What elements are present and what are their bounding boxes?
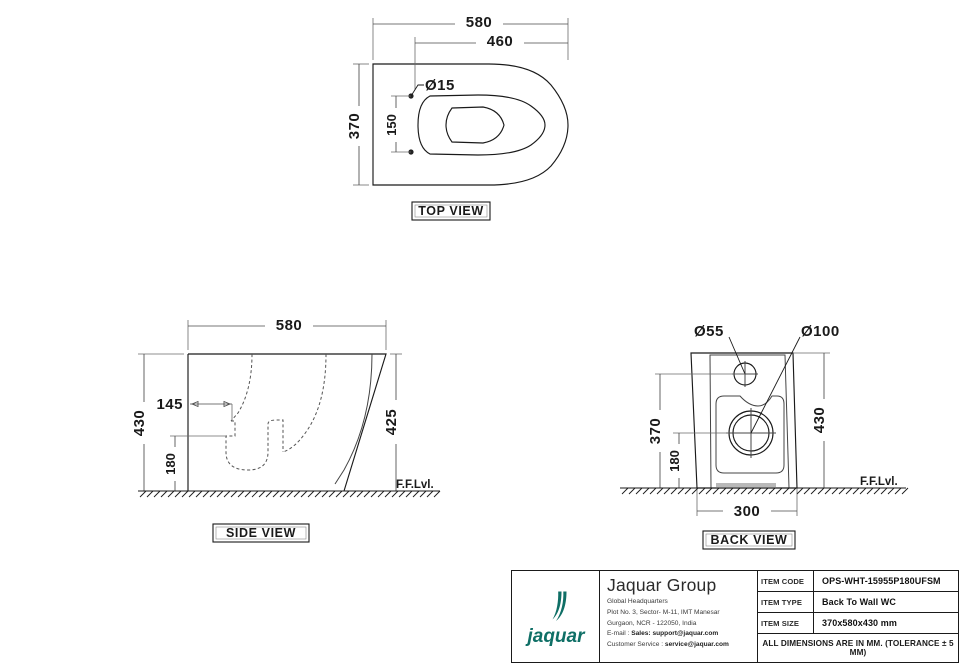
spec-row-note: ALL DIMENSIONS ARE IN MM. (TOLERANCE ± 5…	[758, 634, 958, 662]
dimensions-note: ALL DIMENSIONS ARE IN MM. (TOLERANCE ± 5…	[762, 639, 954, 657]
address-line-4: E-mail : Sales: support@jaquar.com	[607, 629, 752, 640]
top-view-seat-outer	[417, 94, 546, 156]
email-prefix: E-mail :	[607, 630, 632, 638]
top-view-label-inner	[414, 204, 488, 218]
company-name: Jaquar Group	[607, 575, 717, 595]
back-view-dia-55-label: Ø55	[694, 323, 724, 340]
service-prefix: Customer Service :	[607, 641, 665, 649]
address-line-2: Plot No. 3, Sector- M-11, IMT Manesar	[607, 609, 720, 617]
spec-row-item-code: ITEM CODE OPS-WHT-15955P180UFSM	[758, 571, 958, 592]
side-view-trap-hidden	[225, 419, 284, 471]
jaquar-wordmark: jaquar	[524, 626, 586, 647]
back-view-floor-hatch	[621, 487, 909, 495]
back-view-dim-300: 300	[734, 503, 761, 520]
side-view-dim-425: 425	[383, 409, 400, 436]
spec-key-item-type: ITEM TYPE	[758, 592, 814, 612]
top-view-label: TOP VIEW	[418, 204, 483, 218]
top-view-dim-580: 580	[466, 14, 493, 31]
side-view-label-inner	[215, 526, 307, 540]
back-view-group: Ø55 Ø100 370 180 430 300	[620, 323, 909, 550]
top-view-dim-460: 460	[487, 33, 514, 50]
back-view-label: BACK VIEW	[711, 533, 788, 547]
back-view-label-box	[702, 530, 796, 550]
top-view-label-box	[411, 201, 491, 221]
address-line-5: Customer Service : service@jaquar.com	[607, 640, 752, 651]
back-view-dim-370: 370	[647, 418, 664, 445]
side-view-dim-145: 145	[156, 396, 183, 413]
top-view-bowl-opening	[445, 106, 505, 144]
spec-value-item-type: Back To Wall WC	[822, 597, 897, 607]
side-view-body-curve	[334, 353, 373, 485]
dim-back-430-bg	[815, 399, 833, 441]
address-line-3: Gurgaon, NCR - 122050, India	[607, 619, 697, 627]
dim-580-bg	[455, 13, 503, 31]
side-view-bowl-hidden	[230, 353, 253, 422]
spec-key-item-code: ITEM CODE	[758, 571, 814, 591]
side-view-bowl-hidden-2	[282, 353, 327, 453]
spec-value-item-size: 370x580x430 mm	[822, 618, 897, 628]
back-view-leader-d55	[728, 336, 746, 375]
top-view-dia-15-label: Ø15	[425, 77, 455, 94]
top-view-outline	[372, 63, 569, 186]
top-view-dim-370: 370	[346, 113, 363, 140]
side-view-floor-label: F.F.Lvl.	[396, 479, 434, 491]
dim-back-370-bg	[651, 410, 669, 452]
dim-145-arrow-r	[223, 400, 232, 408]
side-view-label-box	[212, 523, 310, 543]
side-view-group: 580 430 425 145 180	[131, 315, 441, 543]
spec-row-item-type: ITEM TYPE Back To Wall WC	[758, 592, 958, 613]
company-address: Global Headquarters Plot No. 3, Sector- …	[607, 597, 752, 650]
back-view-recess-panel	[715, 395, 785, 474]
back-view-dim-180: 180	[667, 450, 682, 472]
dim-430-bg	[135, 402, 153, 444]
dim-370-bg	[350, 106, 368, 146]
back-view-inner-face	[709, 354, 790, 489]
back-view-base-shadow	[716, 483, 776, 487]
spec-row-item-size: ITEM SIZE 370x580x430 mm	[758, 613, 958, 634]
side-view-floor-hatch	[139, 490, 441, 498]
top-view-group: 580 460 370 150 Ø15 TOP VIEW	[346, 13, 569, 221]
side-view-dim-180: 180	[163, 453, 178, 475]
back-view-dim-430: 430	[811, 407, 828, 434]
back-view-leader-d100	[750, 336, 801, 434]
sales-email: Sales: support@jaquar.com	[631, 630, 719, 638]
address-line-1: Global Headquarters	[607, 598, 668, 606]
service-email: service@jaquar.com	[664, 641, 729, 649]
dim-back-300-bg	[723, 501, 771, 519]
dim-150-bg	[388, 108, 404, 142]
dim-460-bg	[476, 32, 524, 50]
spec-value-item-code: OPS-WHT-15955P180UFSM	[822, 576, 941, 586]
title-block: jaquar Jaquar Group Global Headquarters …	[511, 570, 959, 663]
company-info: Jaquar Group Global Headquarters Plot No…	[600, 571, 758, 662]
brand-logo: jaquar	[512, 571, 600, 662]
side-view-outline	[188, 353, 387, 492]
spec-table: ITEM CODE OPS-WHT-15955P180UFSM ITEM TYP…	[758, 571, 958, 662]
dim-145-arrow-l	[190, 400, 199, 408]
spec-key-item-size: ITEM SIZE	[758, 613, 814, 633]
side-view-label: SIDE VIEW	[226, 526, 296, 540]
side-view-dim-430: 430	[131, 410, 148, 437]
dim-180-bg	[167, 447, 183, 481]
top-view-leader-d15	[410, 84, 424, 97]
dim-back-180-bg	[671, 444, 687, 478]
back-view-floor-label: F.F.Lvl.	[860, 476, 898, 488]
top-view-dim-150: 150	[384, 114, 399, 136]
back-view-dia-100-label: Ø100	[801, 323, 840, 340]
jaquar-logo-icon: jaquar	[524, 591, 586, 647]
side-view-dim-580: 580	[276, 317, 303, 334]
dim-425-bg	[387, 400, 405, 444]
dim-side-580-bg	[265, 315, 313, 333]
back-view-label-inner	[705, 533, 793, 547]
